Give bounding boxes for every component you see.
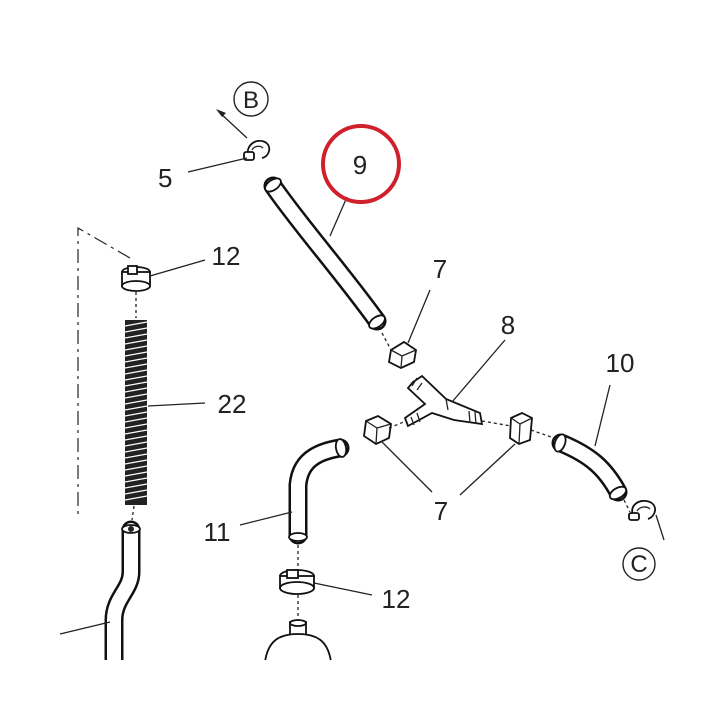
hose-left — [104, 520, 141, 672]
leader-7-lower-b — [459, 443, 516, 496]
part-number-8: 8 — [501, 310, 515, 340]
connector-9-7 — [381, 332, 392, 351]
y-connector-8 — [403, 374, 484, 428]
part-number-5: 5 — [158, 163, 172, 193]
leader-8 — [451, 339, 506, 403]
leader-left-hose — [59, 621, 111, 635]
part-number-12-lower: 12 — [382, 584, 411, 614]
reference-b-label: B — [243, 87, 259, 114]
bottom-margin — [0, 660, 720, 720]
part-number-9: 9 — [353, 150, 367, 180]
part-number-7-lower: 7 — [434, 496, 448, 526]
reference-b: B — [233, 81, 269, 117]
arrow-to-b — [216, 109, 248, 139]
connector-8-7-right — [481, 420, 512, 427]
clamp-12-lower — [279, 569, 315, 595]
leader-12-upper — [149, 259, 206, 277]
part-number-22: 22 — [218, 389, 247, 419]
reference-c-label: C — [630, 551, 647, 578]
part-number-11: 11 — [204, 517, 231, 547]
clamp-7-left — [363, 414, 392, 446]
clamp-7-upper — [388, 340, 417, 369]
leader-to-c — [655, 514, 665, 541]
spring-22 — [124, 320, 148, 505]
connector-7-10 — [530, 429, 555, 439]
leader-22 — [147, 402, 206, 407]
leader-11 — [239, 511, 293, 526]
leader-5 — [187, 157, 248, 173]
leader-10 — [594, 384, 611, 447]
leader-7-lower-a — [380, 440, 433, 493]
hose-11 — [288, 438, 350, 545]
clamp-5 — [243, 140, 271, 161]
highlight-circle-9 — [321, 124, 401, 204]
part-number-7-upper: 7 — [433, 254, 447, 284]
connector-22-hose — [131, 505, 135, 521]
leader-9 — [329, 196, 348, 237]
clamp-c — [628, 500, 656, 521]
clamp-12-upper — [121, 265, 151, 292]
connector-10-clamp — [623, 499, 631, 513]
leader-7-upper — [407, 289, 431, 344]
part-number-10: 10 — [606, 348, 635, 378]
leader-12-lower — [313, 582, 373, 596]
outlet-fitting — [264, 595, 332, 663]
hose-10 — [551, 433, 628, 502]
hose-9 — [263, 176, 387, 331]
part-number-12-upper: 12 — [212, 241, 241, 271]
clamp-7-right — [509, 412, 533, 446]
dashed-bracket — [77, 226, 131, 515]
reference-c: C — [622, 547, 656, 581]
